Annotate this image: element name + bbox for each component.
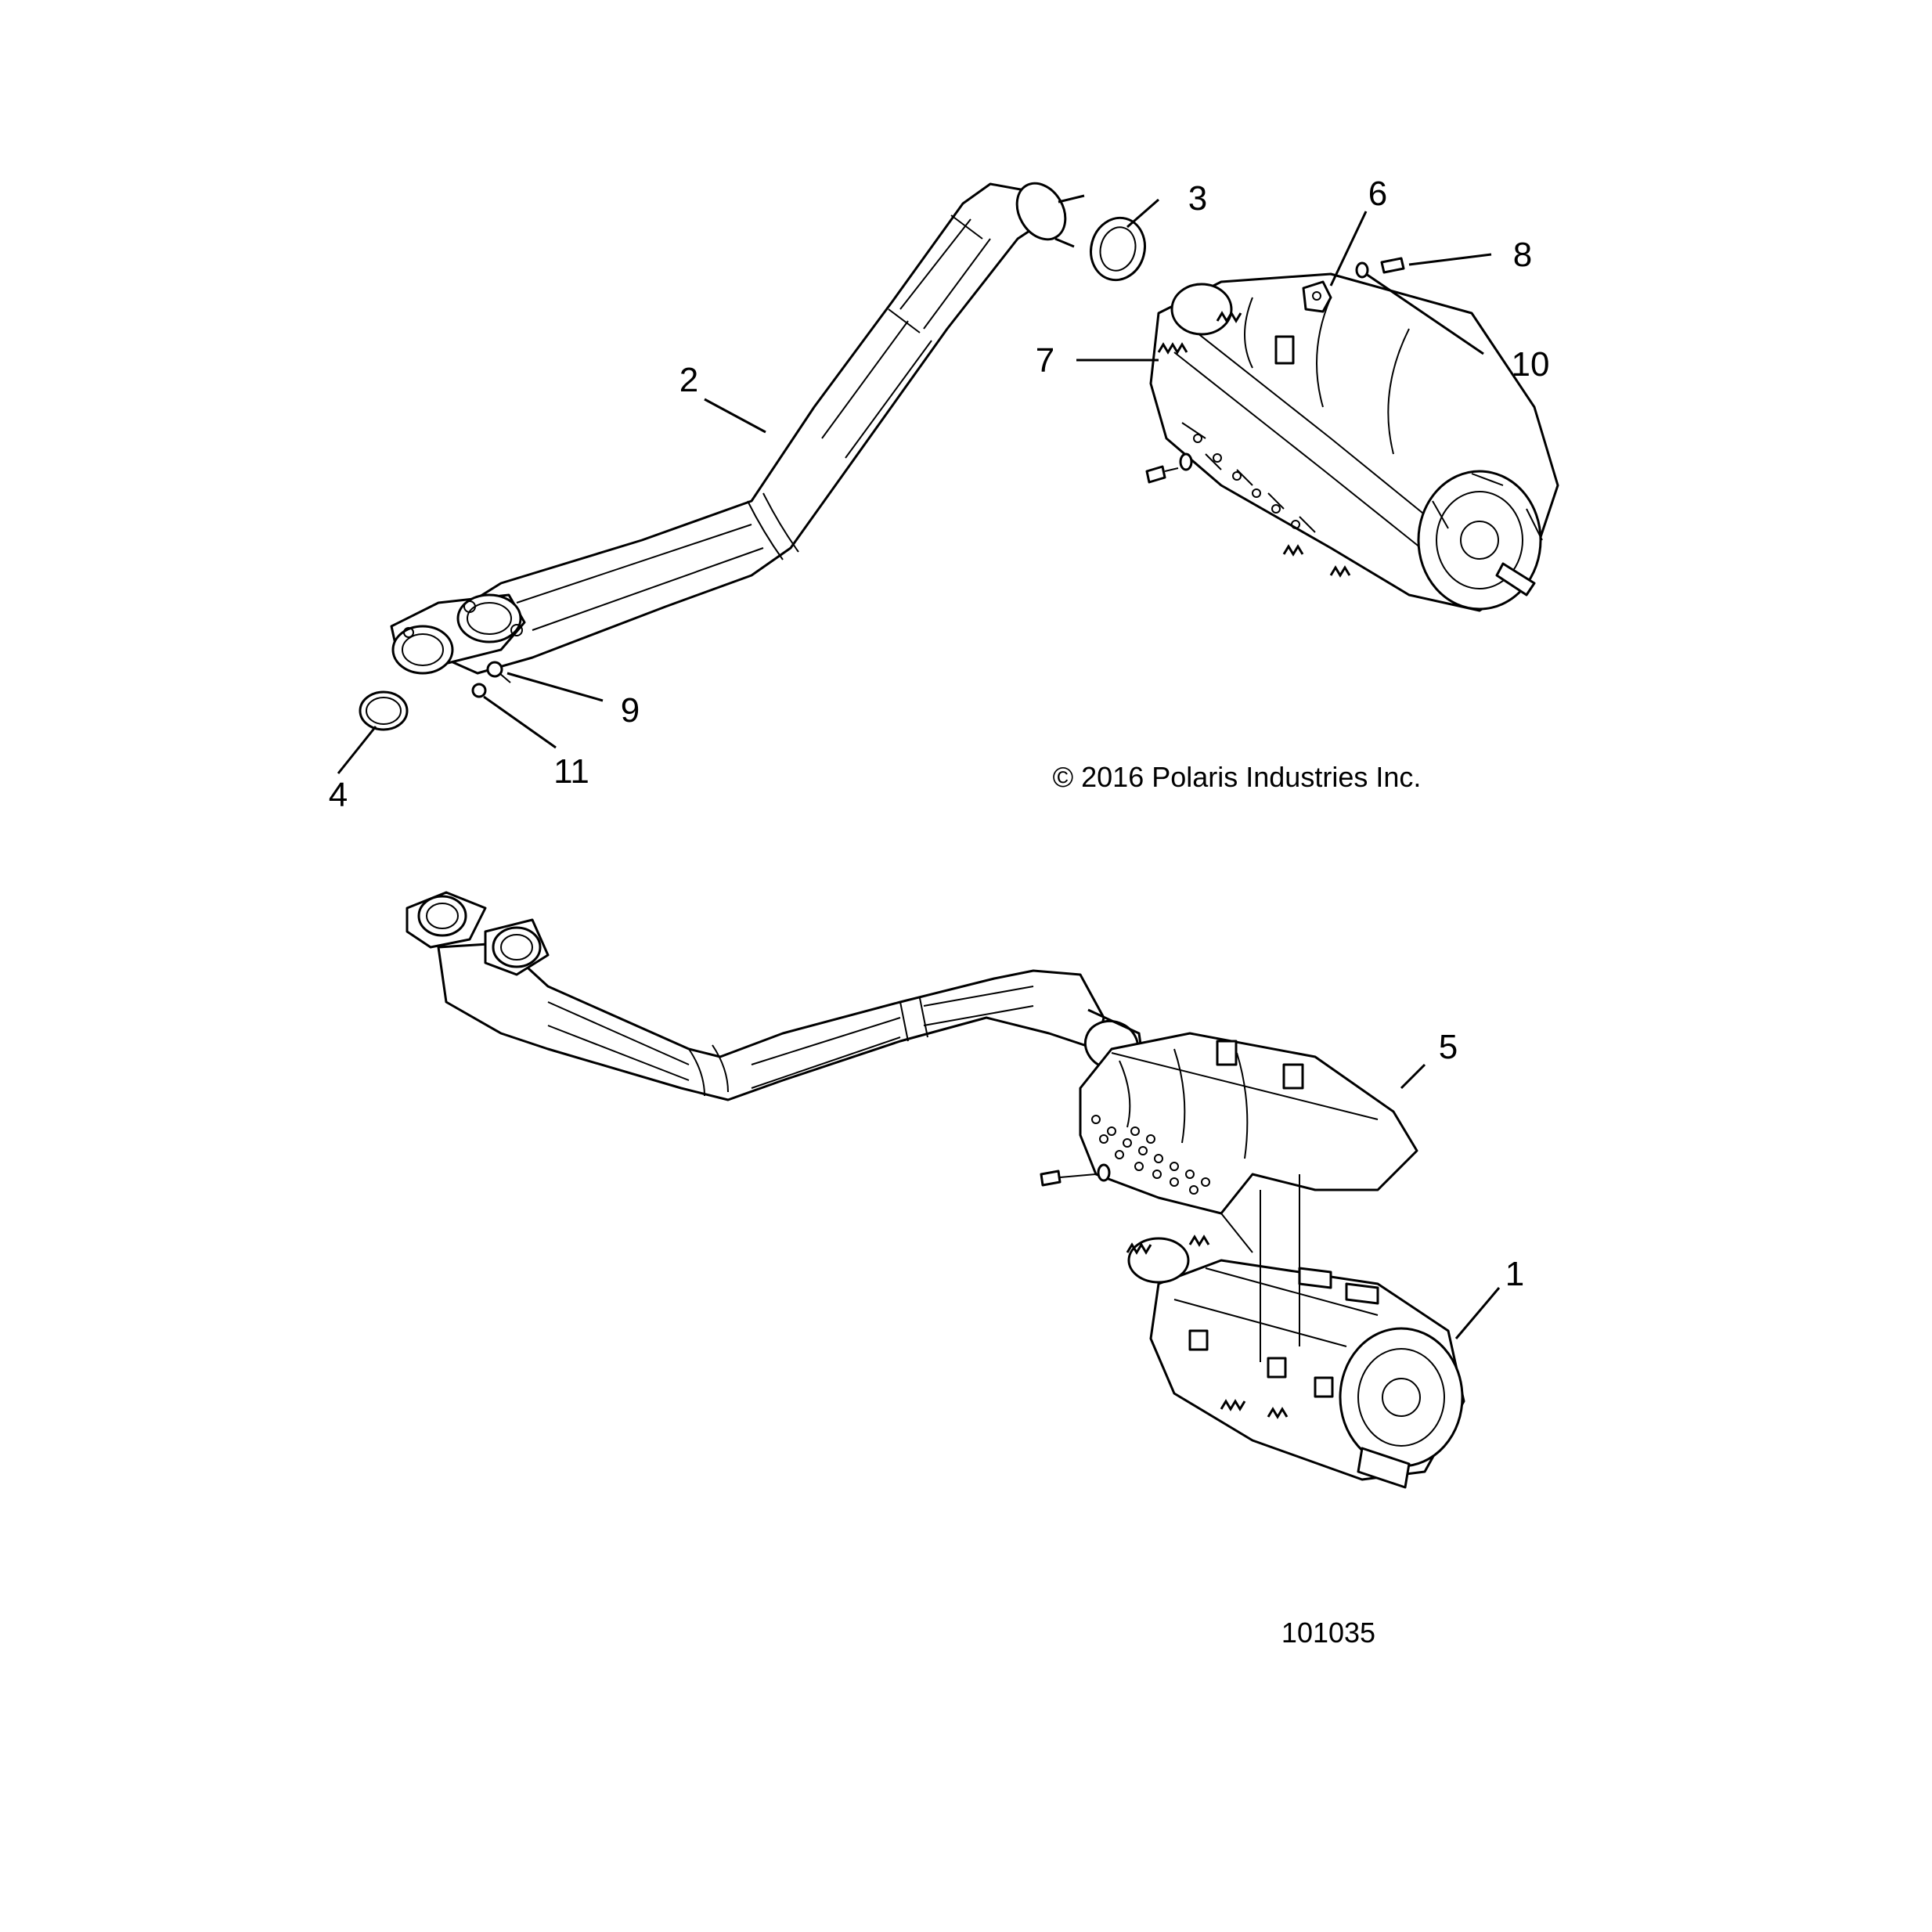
callout-labels: 2 3 4 5 6 7 8 9 10 11 1	[329, 175, 1550, 1293]
washer-10	[1355, 261, 1369, 279]
gasket-4-inner	[366, 697, 402, 725]
bottom-assembly	[406, 891, 1465, 1489]
callout-1: 1	[1505, 1255, 1524, 1293]
callout-3: 3	[1188, 179, 1207, 218]
side-bolt-top	[1145, 452, 1193, 484]
side-bolt-bottom	[1040, 1163, 1111, 1187]
muffler-1	[1127, 1237, 1465, 1489]
washer-11	[471, 683, 487, 698]
callout-8: 8	[1513, 236, 1532, 274]
bolt-8	[1380, 257, 1405, 274]
heat-shield-5	[1079, 1032, 1418, 1215]
springs-7	[1157, 311, 1351, 578]
callout-11: 11	[553, 752, 589, 791]
figure-number: 101035	[1281, 1617, 1375, 1649]
head-pipe-bottom-flanges	[406, 891, 550, 976]
head-pipe-bottom	[437, 942, 1144, 1101]
mount-strap-lines	[1220, 1174, 1300, 1362]
clip-6	[1302, 280, 1332, 313]
head-pipe	[406, 182, 1085, 675]
head-pipe-flanges	[390, 593, 526, 675]
nut-9	[486, 661, 511, 683]
callout-4: 4	[329, 776, 348, 814]
callout-5: 5	[1439, 1028, 1458, 1066]
callout-7: 7	[1036, 341, 1054, 380]
leader-lines	[337, 198, 1501, 1339]
copyright-notice: © 2016 Polaris Industries Inc.	[1053, 761, 1422, 793]
callout-6: 6	[1368, 175, 1387, 213]
callout-10: 10	[1512, 345, 1550, 384]
callout-2: 2	[679, 361, 698, 399]
gasket-3	[1090, 216, 1146, 282]
heat-shield-holes	[1091, 1115, 1210, 1195]
callout-9: 9	[621, 691, 640, 730]
muffler-top	[1149, 272, 1559, 612]
springs-bottom	[1126, 1235, 1289, 1419]
top-exploded-assembly	[359, 182, 1559, 731]
